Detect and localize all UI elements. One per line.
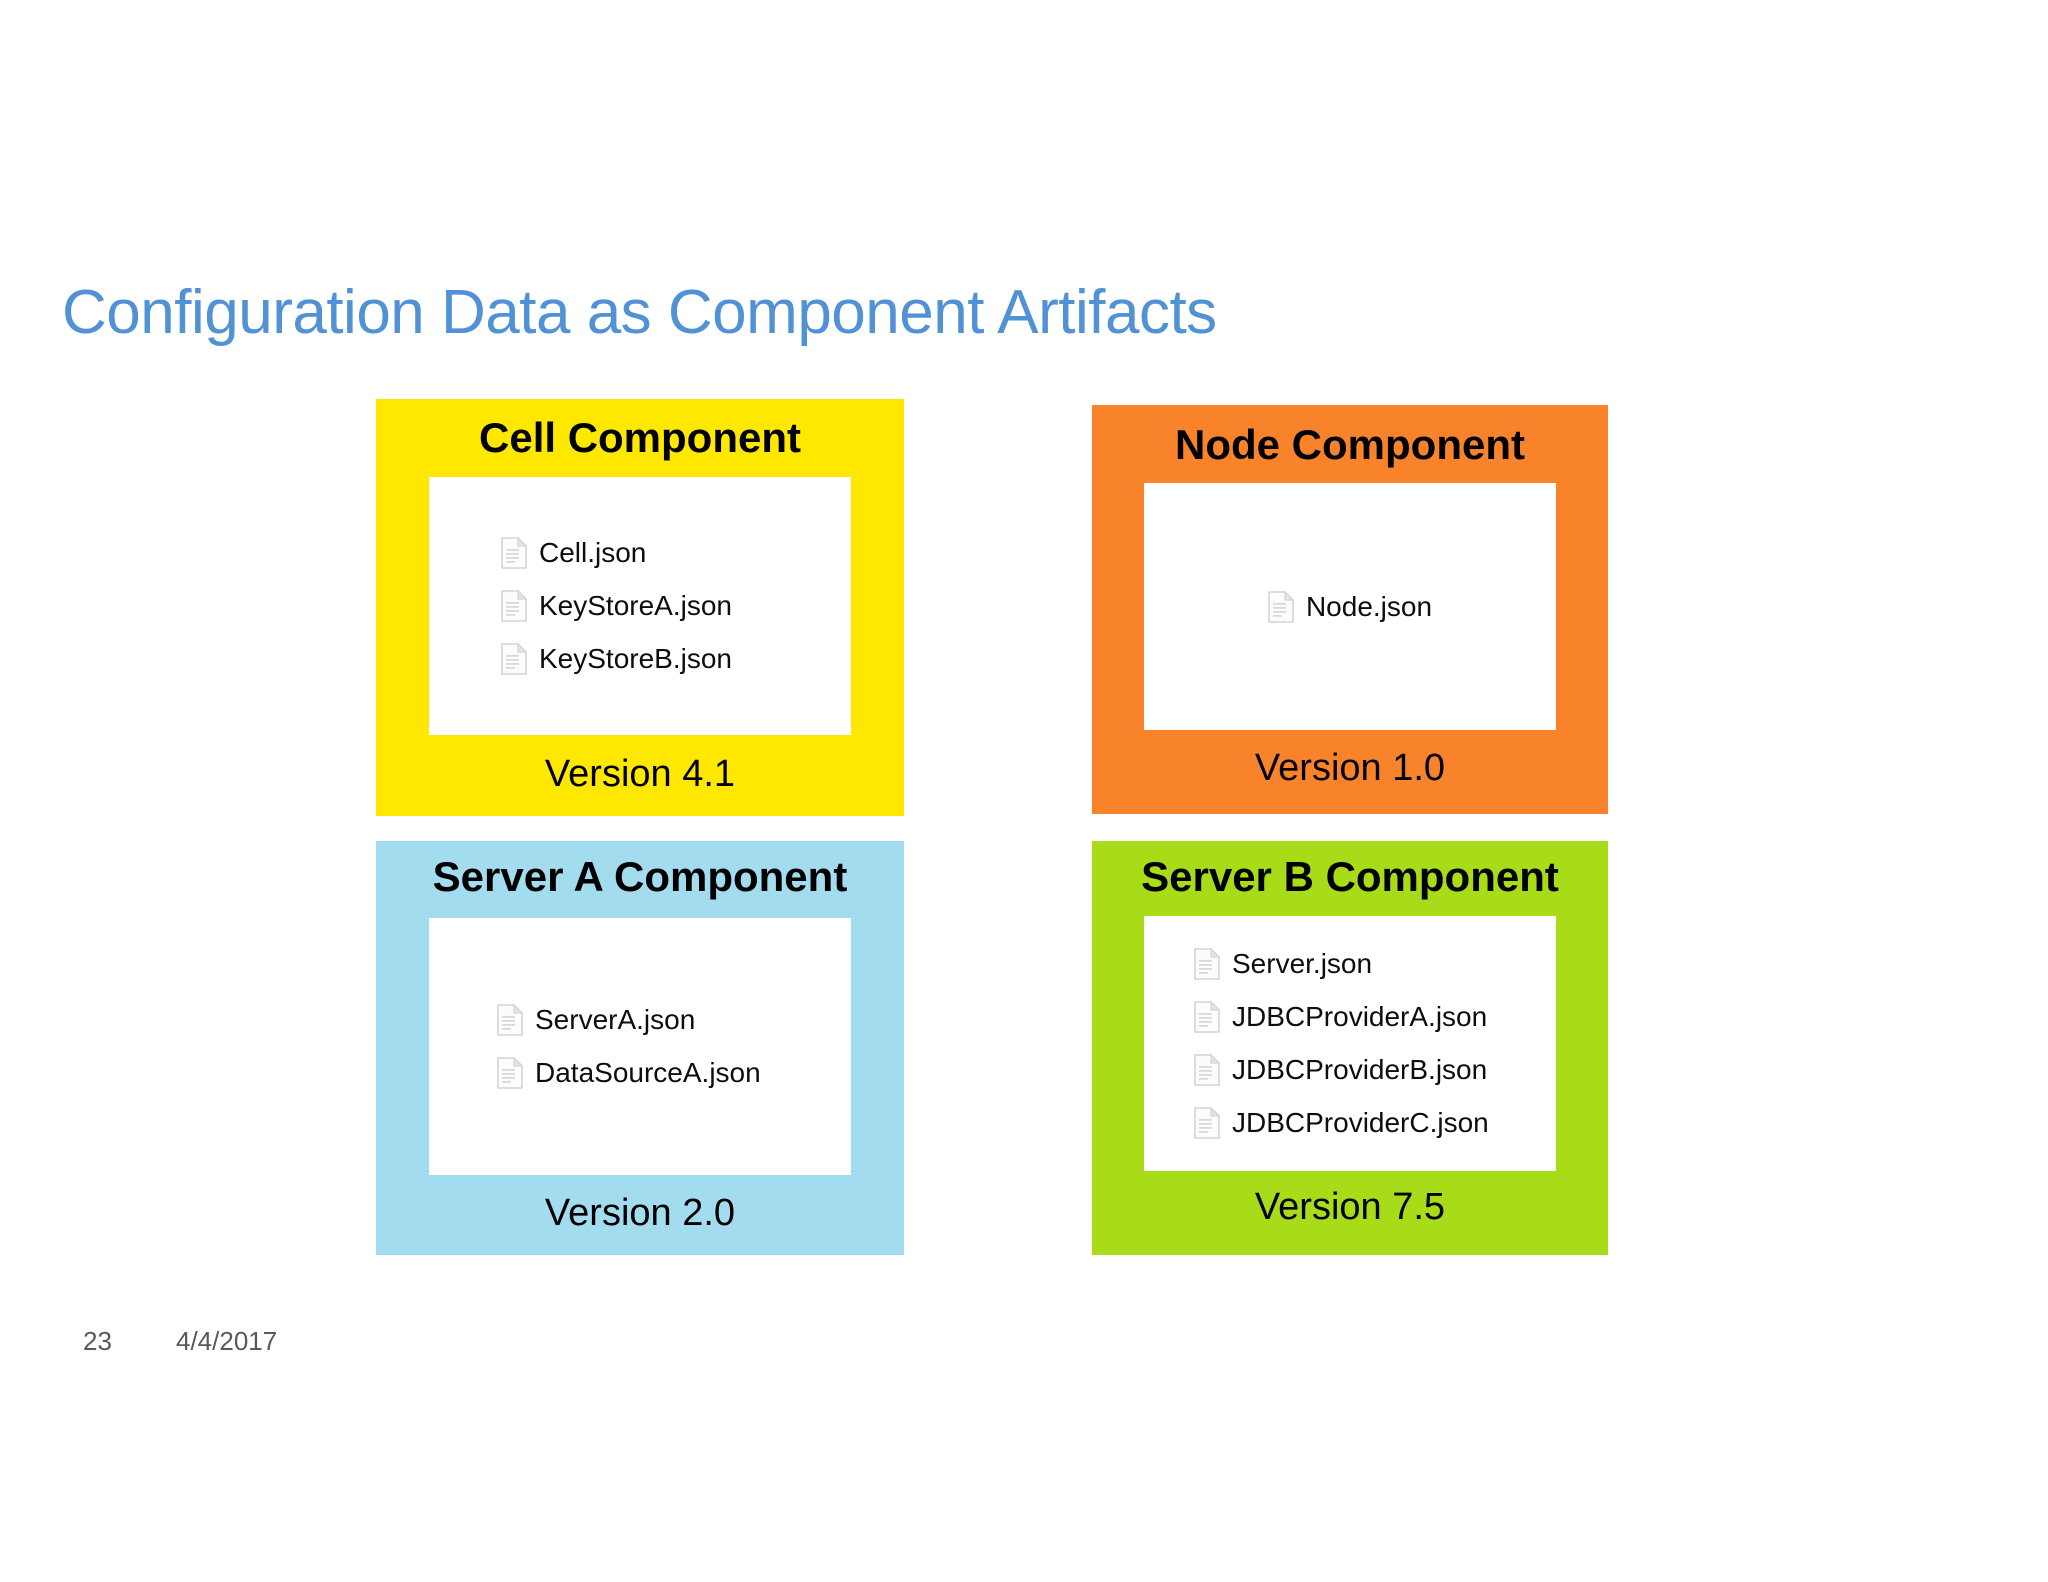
list-item[interactable]: Cell.json <box>501 527 851 580</box>
file-list: Cell.json KeyStoreA.json <box>501 527 851 686</box>
slide-date: 4/4/2017 <box>176 1326 278 1356</box>
file-name: Cell.json <box>539 537 647 569</box>
component-file-panel: ServerA.json DataSourceA.json <box>429 918 851 1176</box>
file-json-icon <box>1194 1054 1220 1086</box>
component-file-panel: Cell.json KeyStoreA.json <box>429 477 851 736</box>
file-name: Server.json <box>1232 948 1373 980</box>
list-item[interactable]: KeyStoreA.json <box>501 580 851 633</box>
component-version-label: Version 1.0 <box>1254 747 1446 790</box>
component-file-panel: Server.json JDBCProviderA.json <box>1144 916 1556 1172</box>
file-json-icon <box>501 590 527 622</box>
list-item[interactable]: JDBCProviderB.json <box>1194 1044 1556 1097</box>
list-item[interactable]: Node.json <box>1268 580 1432 633</box>
list-item[interactable]: Server.json <box>1194 938 1556 991</box>
component-card-title: Server A Component <box>432 853 848 900</box>
component-version-label: Version 7.5 <box>1254 1186 1446 1229</box>
slide-footer: 23 4/4/2017 <box>0 1328 2048 1368</box>
component-card-title: Cell Component <box>479 414 801 461</box>
component-card-node[interactable]: Node Component Node.json Version 1.0 <box>1092 405 1608 814</box>
file-json-icon <box>1194 1001 1220 1033</box>
component-card-server-a[interactable]: Server A Component ServerA.json <box>376 841 904 1255</box>
list-item[interactable]: JDBCProviderA.json <box>1194 991 1556 1044</box>
component-card-server-b[interactable]: Server B Component Server.json <box>1092 841 1608 1255</box>
file-name: KeyStoreA.json <box>539 590 732 622</box>
component-card-cell[interactable]: Cell Component Cell.json <box>376 399 904 816</box>
file-json-icon <box>497 1004 523 1036</box>
slide-number: 23 <box>83 1326 112 1356</box>
page-title: Configuration Data as Component Artifact… <box>62 278 1217 347</box>
component-version-label: Version 2.0 <box>544 1192 736 1235</box>
file-name: JDBCProviderB.json <box>1232 1054 1488 1086</box>
file-json-icon <box>1194 948 1220 980</box>
file-json-icon <box>501 537 527 569</box>
component-card-title: Node Component <box>1175 421 1525 468</box>
list-item[interactable]: JDBCProviderC.json <box>1194 1097 1556 1150</box>
file-name: DataSourceA.json <box>535 1057 761 1089</box>
component-version-label: Version 4.1 <box>544 753 736 796</box>
file-name: JDBCProviderA.json <box>1232 1001 1488 1033</box>
file-list: ServerA.json DataSourceA.json <box>497 994 851 1100</box>
component-file-panel: Node.json <box>1144 483 1556 731</box>
file-json-icon <box>1194 1107 1220 1139</box>
file-json-icon <box>501 643 527 675</box>
list-item[interactable]: DataSourceA.json <box>497 1047 851 1100</box>
component-card-title: Server B Component <box>1141 853 1559 900</box>
file-name: JDBCProviderC.json <box>1232 1107 1489 1139</box>
file-list: Node.json <box>1268 580 1432 633</box>
file-json-icon <box>1268 590 1294 623</box>
file-list: Server.json JDBCProviderA.json <box>1194 938 1556 1150</box>
list-item[interactable]: KeyStoreB.json <box>501 633 851 686</box>
list-item[interactable]: ServerA.json <box>497 994 851 1047</box>
file-name: KeyStoreB.json <box>539 643 732 675</box>
file-name: Node.json <box>1305 590 1433 622</box>
file-json-icon <box>497 1057 523 1089</box>
file-name: ServerA.json <box>535 1004 696 1036</box>
